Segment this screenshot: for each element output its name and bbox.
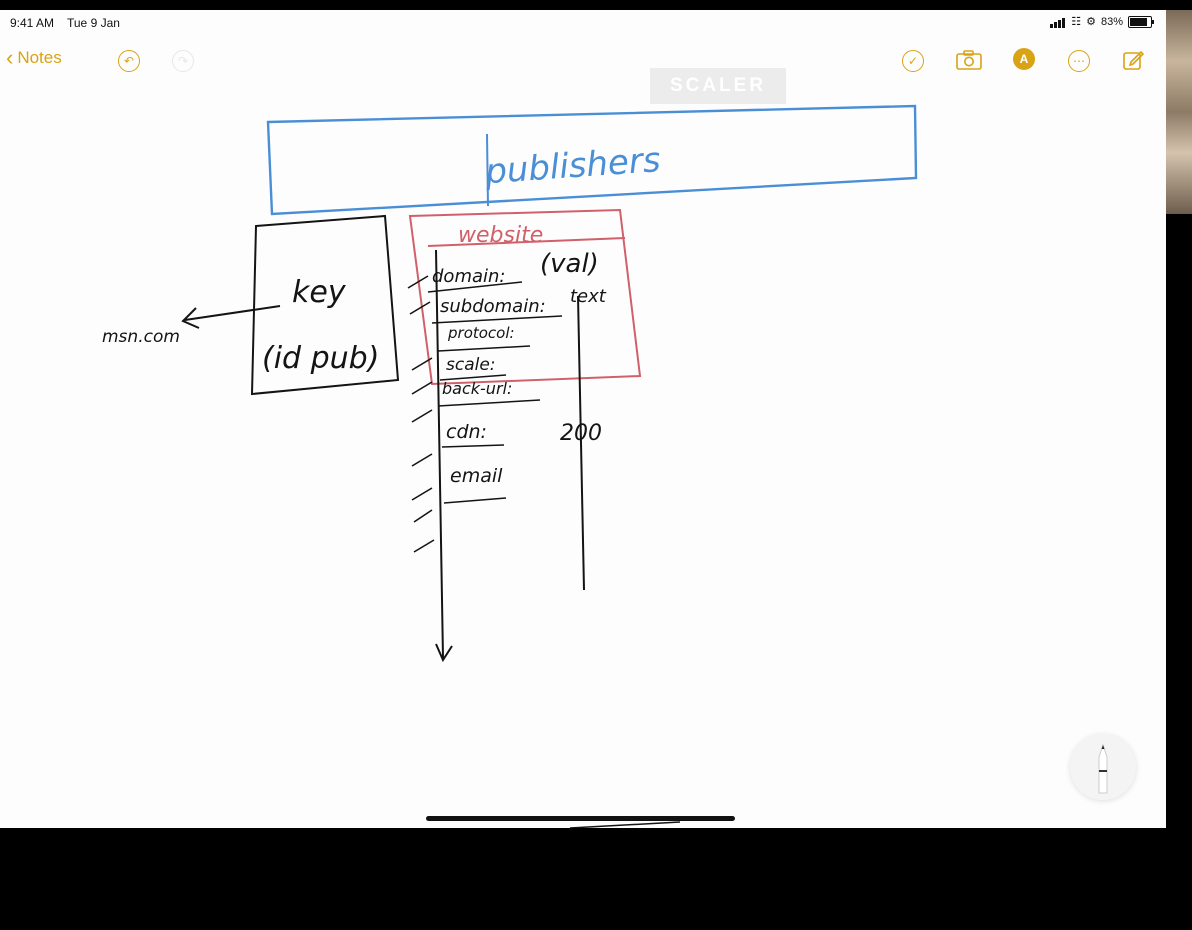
key-arrow <box>181 305 281 329</box>
value-column-line <box>577 295 585 591</box>
publishers-cursor <box>486 133 489 207</box>
more-icon: ⋯ <box>1068 50 1090 72</box>
pencil-icon <box>1098 743 1108 794</box>
orientation-lock-icon: ⚙ <box>1086 16 1096 28</box>
compose-button[interactable] <box>1122 49 1144 71</box>
key-sub-label: (id pub) <box>262 341 379 376</box>
status-bar: 9:41 AM Tue 9 Jan ☷ ⚙ 83% <box>0 10 1166 36</box>
arrow-label: msn.com <box>102 327 180 347</box>
notes-toolbar: ‹ Notes ↶ ↷ ✓ A ⋯ <box>0 44 1166 78</box>
battery-percent: 83% <box>1100 15 1123 28</box>
website-label: website <box>458 223 543 248</box>
field-protocol: protocol: <box>447 324 515 342</box>
checklist-icon: ✓ <box>902 50 924 72</box>
scaler-watermark: SCALER <box>650 68 786 104</box>
home-indicator[interactable] <box>426 816 735 821</box>
undo-button[interactable]: ↶ <box>118 50 140 72</box>
notes-screen: 9:41 AM Tue 9 Jan ☷ ⚙ 83% ‹ Notes ↶ ↷ ✓ <box>0 10 1166 828</box>
checklist-button[interactable]: ✓ <box>902 50 924 72</box>
website-divider <box>427 237 626 247</box>
back-button[interactable]: ‹ Notes <box>6 45 62 70</box>
text-label: text <box>570 286 607 307</box>
video-thumbnail <box>1166 10 1192 214</box>
top-black-bar <box>0 0 1192 10</box>
redo-icon: ↷ <box>172 50 194 72</box>
val-label: (val) <box>540 249 599 279</box>
field-list: domain: subdomain: protocol: scale: back… <box>427 266 563 504</box>
status-indicators: ☷ ⚙ 83% <box>1050 15 1154 28</box>
more-button[interactable]: ⋯ <box>1068 50 1090 72</box>
redo-button[interactable]: ↷ <box>172 50 194 72</box>
camera-button[interactable] <box>956 50 982 70</box>
key-label: key <box>292 275 347 310</box>
field-back-url: back-url: <box>442 379 512 398</box>
publishers-box <box>266 104 918 216</box>
chevron-left-icon: ‹ <box>6 45 14 70</box>
pencil-tool-button[interactable] <box>1070 734 1136 800</box>
field-underline <box>437 399 541 407</box>
battery-icon <box>1128 15 1154 28</box>
tick-marks <box>407 275 435 553</box>
vertical-arrow <box>435 249 453 663</box>
field-underline <box>441 444 505 448</box>
field-cdn: cdn: <box>446 421 487 443</box>
markup-button[interactable]: A <box>1013 48 1035 70</box>
website-box <box>408 208 642 386</box>
field-underline <box>443 497 507 504</box>
field-underline <box>427 281 523 293</box>
signal-icon <box>1050 16 1066 28</box>
key-box <box>250 214 400 396</box>
undo-icon: ↶ <box>118 50 140 72</box>
wifi-icon: ☷ <box>1071 16 1082 28</box>
compose-icon <box>1123 50 1144 70</box>
status-time: 9:41 AM <box>10 16 55 30</box>
stray-stroke <box>569 821 681 828</box>
status-date: Tue 9 Jan <box>67 16 120 30</box>
field-subdomain: subdomain: <box>440 296 546 317</box>
drawing-canvas[interactable]: publishers key (id pub) msn.com website … <box>0 10 1166 828</box>
field-domain: domain: <box>432 266 505 287</box>
field-underline <box>439 374 507 381</box>
camera-icon <box>956 50 982 70</box>
field-email: email <box>450 465 503 487</box>
field-underline <box>431 315 563 324</box>
field-scale: scale: <box>446 355 496 375</box>
field-underline <box>437 345 531 352</box>
markup-pen-icon: A <box>1013 48 1035 70</box>
back-label: Notes <box>17 48 62 67</box>
publishers-label: publishers <box>483 140 662 192</box>
